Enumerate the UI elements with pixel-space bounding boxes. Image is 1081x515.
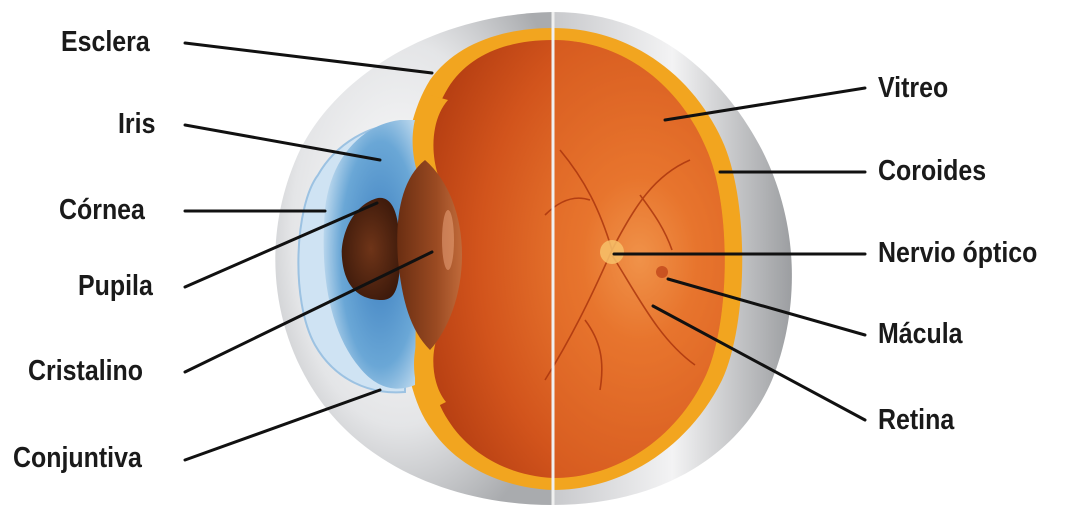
label-pupila: Pupila	[78, 272, 153, 301]
label-iris: Iris	[118, 110, 155, 139]
lens-highlight	[442, 210, 454, 270]
vitreous-body	[420, 40, 725, 478]
label-esclera: Esclera	[61, 28, 150, 57]
label-coroides: Coroides	[878, 157, 986, 186]
label-cornea: Córnea	[59, 196, 145, 225]
label-macula: Mácula	[878, 320, 963, 349]
macula-spot	[656, 266, 668, 278]
label-cristalino: Cristalino	[28, 357, 143, 386]
label-vitreo: Vitreo	[878, 74, 948, 103]
optic-disc	[600, 240, 624, 264]
label-nervio-optico: Nervio óptico	[878, 239, 1037, 268]
label-conjuntiva: Conjuntiva	[13, 444, 142, 473]
label-retina: Retina	[878, 406, 954, 435]
